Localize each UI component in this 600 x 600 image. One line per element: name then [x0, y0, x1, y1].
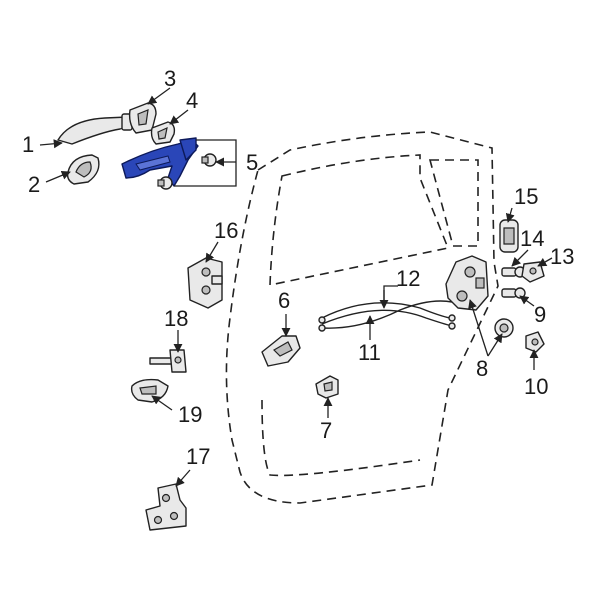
label-17: 17 — [186, 444, 210, 469]
striker-cover-part[interactable] — [499, 219, 519, 253]
check-bracket-part[interactable] — [130, 378, 169, 403]
label-5: 5 — [246, 150, 258, 175]
label-1: 1 — [22, 132, 34, 157]
label-6: 6 — [278, 288, 290, 313]
door-lock-assembly-part[interactable] — [445, 255, 489, 311]
handle-bezel-part[interactable] — [66, 154, 100, 185]
label-9: 9 — [534, 302, 546, 327]
inside-handle-part[interactable] — [261, 335, 301, 367]
label-3: 3 — [164, 66, 176, 91]
upper-hinge-part[interactable] — [187, 257, 223, 309]
door-check-part[interactable] — [149, 349, 187, 373]
label-16: 16 — [214, 218, 238, 243]
part-number-labels: 1 2 3 4 5 16 18 19 17 6 7 12 11 8 15 14 … — [22, 66, 574, 469]
label-4: 4 — [186, 88, 198, 113]
label-15: 15 — [514, 184, 538, 209]
gasket-rear-part[interactable] — [150, 121, 176, 145]
label-8: 8 — [476, 356, 488, 381]
label-11: 11 — [358, 340, 381, 365]
label-14: 14 — [520, 226, 544, 251]
lock-grommet-part[interactable] — [494, 318, 514, 338]
handle-frame-highlighted[interactable] — [121, 137, 199, 187]
lock-cables[interactable] — [318, 300, 456, 332]
door-outline — [225, 131, 499, 504]
screw-lower[interactable] — [157, 176, 173, 190]
label-12: 12 — [396, 266, 420, 291]
gasket-part[interactable] — [128, 102, 157, 134]
lock-knob-part[interactable] — [315, 375, 339, 399]
outside-handle-part[interactable] — [57, 113, 133, 145]
label-13: 13 — [550, 244, 574, 269]
striker-part[interactable] — [521, 261, 545, 283]
screw-upper[interactable] — [201, 153, 217, 167]
door-bumper-part[interactable] — [525, 331, 545, 353]
label-18: 18 — [164, 306, 188, 331]
label-10: 10 — [524, 374, 548, 399]
lower-hinge-part[interactable] — [145, 483, 187, 531]
label-19: 19 — [178, 402, 202, 427]
label-7: 7 — [320, 418, 332, 443]
leader-lines — [39, 87, 553, 487]
label-2: 2 — [28, 172, 40, 197]
